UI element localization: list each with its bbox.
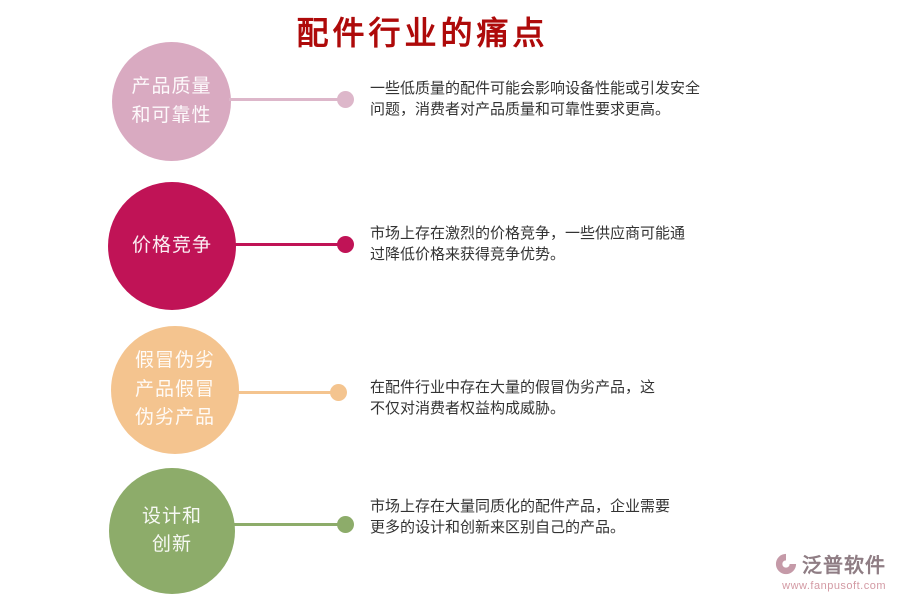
brand-name: 泛普软件 [802, 555, 886, 577]
description-price: 市场上存在激烈的价格竞争，一些供应商可能通 过降低价格来获得竞争优势。 [370, 225, 686, 264]
circle-label-quality: 产品质量 和可靠性 [131, 76, 212, 126]
description-design: 市场上存在大量同质化的配件产品，企业需要 更多的设计和创新来区别自己的产品。 [370, 498, 671, 537]
pain-point-circle-price: 价格竞争 [108, 182, 236, 310]
brand-line: 泛普软件 [775, 549, 886, 578]
connector-line-counterfeit [237, 391, 332, 394]
brand-url: www.fanpusoft.com [782, 580, 886, 592]
pain-point-circle-design: 设计和 创新 [109, 468, 235, 594]
description-counterfeit: 在配件行业中存在大量的假冒伪劣产品，这 不仅对消费者权益构成威胁。 [370, 379, 656, 418]
connector-line-quality [229, 98, 339, 101]
connector-line-price [234, 243, 339, 246]
pain-point-circle-quality: 产品质量 和可靠性 [112, 42, 231, 161]
pain-point-circle-counterfeit: 假冒伪劣 产品假冒 伪劣产品 [111, 326, 239, 454]
brand-footer: 泛普软件 www.fanpusoft.com [775, 549, 886, 592]
circle-label-price: 价格竞争 [131, 234, 212, 256]
connector-dot-price [337, 236, 354, 253]
connector-line-design [233, 523, 339, 526]
connector-dot-quality [337, 91, 354, 108]
connector-dot-design [337, 516, 354, 533]
page-title: 配件行业的痛点 [296, 15, 549, 51]
connector-dot-counterfeit [330, 384, 347, 401]
circle-label-design: 设计和 创新 [141, 505, 202, 556]
circle-label-counterfeit: 假冒伪劣 产品假冒 伪劣产品 [134, 350, 215, 429]
description-quality: 一些低质量的配件可能会影响设备性能或引发安全 问题，消费者对产品质量和可靠性要求… [370, 80, 701, 119]
fanpu-logo-icon [775, 553, 797, 575]
